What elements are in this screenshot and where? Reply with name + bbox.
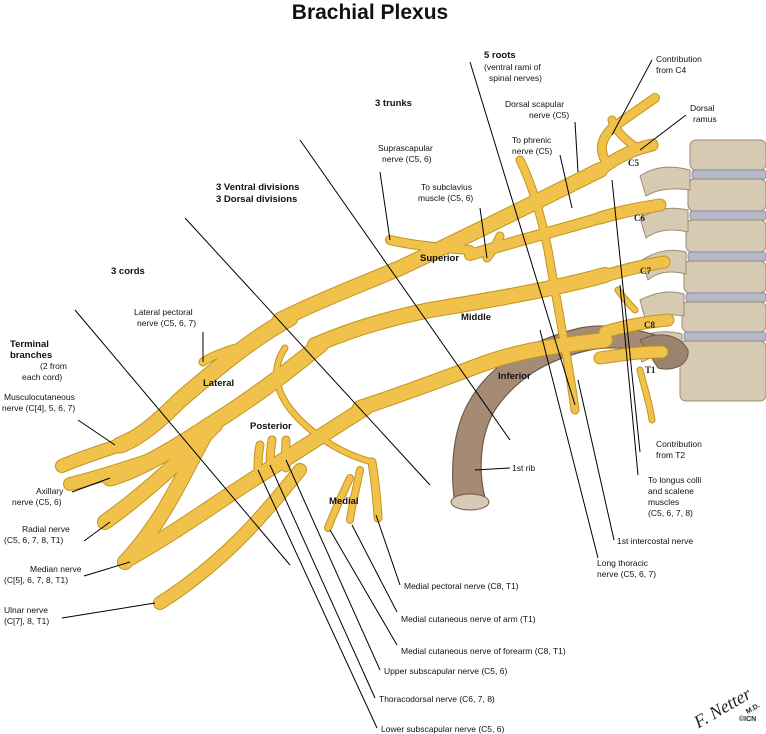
divisions-label-1: 3 Ventral divisions bbox=[216, 182, 299, 193]
subclavius-label-1: To subclavius bbox=[421, 182, 472, 192]
c8-label: C8 bbox=[644, 320, 655, 330]
medial-pectoral-nerve bbox=[368, 458, 382, 522]
pectoral-loop bbox=[274, 345, 375, 465]
t2-contribution bbox=[637, 367, 655, 423]
axillary-label-1: Axillary bbox=[36, 486, 64, 496]
lower-subscapular-label: Lower subscapular nerve (C5, 6) bbox=[381, 724, 504, 734]
medial-cutaneous-arm-label: Medial cutaneous nerve of arm (T1) bbox=[401, 614, 536, 624]
inferior-trunk-label: Inferior bbox=[498, 371, 531, 382]
subclavius-nerve bbox=[483, 232, 504, 262]
lateral-pectoral-label-2: nerve (C5, 6, 7) bbox=[137, 318, 196, 328]
dorsal-ramus-label-1: Dorsal bbox=[690, 103, 715, 113]
c4-contribution bbox=[608, 116, 644, 154]
cords-label: 3 cords bbox=[111, 266, 145, 277]
ulnar-label-2: (C[7], 8, T1) bbox=[4, 616, 49, 626]
contribution-c4-label-2: from C4 bbox=[656, 65, 687, 75]
medial-cord-label: Medial bbox=[329, 496, 359, 507]
musculocutaneous-label-2: nerve (C[4], 5, 6, 7) bbox=[2, 403, 75, 413]
axillary-nerve bbox=[64, 454, 156, 490]
leader-lines bbox=[61, 59, 687, 729]
musculocutaneous-nerve bbox=[56, 439, 126, 472]
page-title: Brachial Plexus bbox=[292, 1, 448, 24]
terminal-branches-label-3: (2 from bbox=[40, 361, 67, 371]
long-thoracic-nerve bbox=[516, 156, 579, 414]
longus-colli-label-2: and scalene bbox=[648, 486, 694, 496]
first-rib-end bbox=[450, 493, 490, 511]
middle-trunk bbox=[308, 268, 612, 352]
longus-colli-label-4: (C5, 6, 7, 8) bbox=[648, 508, 693, 518]
lateral-pectoral-nerve bbox=[199, 341, 252, 366]
medial-pectoral-label: Medial pectoral nerve (C8, T1) bbox=[404, 581, 519, 591]
suprascapular-label-1: Suprascapular bbox=[378, 143, 433, 153]
median-nerve bbox=[118, 428, 212, 569]
terminal-branches-label-2: branches bbox=[10, 350, 52, 361]
c6-label: C6 bbox=[634, 213, 645, 223]
labels: 5 roots (ventral rami of spinal nerves) … bbox=[2, 50, 717, 734]
c7-label: C7 bbox=[640, 266, 651, 276]
roots-label: 5 roots bbox=[484, 50, 516, 61]
roots-sublabel-2: spinal nerves) bbox=[489, 73, 542, 83]
suprascapular-nerve bbox=[386, 236, 474, 254]
c8-root bbox=[599, 314, 674, 338]
dorsal-scapular-label-1: Dorsal scapular bbox=[505, 99, 564, 109]
longus-colli-label-3: muscles bbox=[648, 497, 679, 507]
superior-trunk-label: Superior bbox=[420, 253, 459, 264]
t1-label: T1 bbox=[645, 365, 656, 375]
long-thoracic-label-1: Long thoracic bbox=[597, 558, 649, 568]
axillary-label-2: nerve (C5, 6) bbox=[12, 497, 62, 507]
median-label-1: Median nerve bbox=[30, 564, 82, 574]
lower-subscapular-nerve bbox=[254, 441, 264, 474]
lateral-pectoral-label-1: Lateral pectoral bbox=[134, 307, 193, 317]
radial-label-2: (C5, 6, 7, 8, T1) bbox=[4, 535, 64, 545]
longus-colli-label-1: To longus colli bbox=[648, 475, 702, 485]
first-rib-label: 1st rib bbox=[512, 463, 535, 473]
lateral-cord-label: Lateral bbox=[203, 378, 234, 389]
lateral-cord bbox=[112, 310, 298, 453]
medial-cutaneous-arm bbox=[347, 467, 363, 523]
roots-sublabel-1: (ventral rami of bbox=[484, 62, 541, 72]
thoracodorsal-label: Thoracodorsal nerve (C6, 7, 8) bbox=[379, 694, 495, 704]
trunks-label: 3 trunks bbox=[375, 98, 412, 109]
terminal-branches-label-4: each cord) bbox=[22, 372, 62, 382]
ulnar-label-1: Ulnar nerve bbox=[4, 605, 48, 615]
t1-root bbox=[594, 346, 668, 364]
ulnar-nerve bbox=[154, 464, 306, 609]
contribution-t2-label-1: Contribution bbox=[656, 439, 702, 449]
contribution-t2-label-2: from T2 bbox=[656, 450, 685, 460]
phrenic-label-2: nerve (C5) bbox=[512, 146, 552, 156]
upper-subscapular-label: Upper subscapular nerve (C5, 6) bbox=[384, 666, 507, 676]
dorsal-ramus-label-2: ramus bbox=[693, 114, 717, 124]
nerve-network bbox=[55, 93, 675, 610]
subclavius-label-2: muscle (C5, 6) bbox=[418, 193, 473, 203]
signature-text: F. Netter bbox=[689, 683, 755, 733]
dorsal-scapular-label-2: nerve (C5) bbox=[529, 110, 569, 120]
middle-trunk-label: Middle bbox=[461, 312, 491, 323]
netter-signature: F. Netter M.D. bbox=[689, 683, 761, 733]
terminal-branches-label-1: Terminal bbox=[10, 339, 49, 350]
divisions-label-2: 3 Dorsal divisions bbox=[216, 194, 297, 205]
signature-copyright: ©ICN bbox=[739, 715, 756, 723]
superior-trunk bbox=[273, 163, 607, 327]
radial-label-1: Radial nerve bbox=[22, 524, 70, 534]
c5-label: C5 bbox=[628, 158, 639, 168]
phrenic-label-1: To phrenic bbox=[512, 135, 552, 145]
thoracodorsal-nerve bbox=[266, 436, 276, 474]
first-intercostal-label: 1st intercostal nerve bbox=[617, 536, 693, 546]
musculocutaneous-label-1: Musculocutaneous bbox=[4, 392, 75, 402]
posterior-cord-label: Posterior bbox=[250, 421, 292, 432]
long-thoracic-label-2: nerve (C5, 6, 7) bbox=[597, 569, 656, 579]
c6-root bbox=[594, 199, 666, 224]
medial-cutaneous-forearm-label: Medial cutaneous nerve of forearm (C8, T… bbox=[401, 646, 566, 656]
median-label-2: (C[5], 6, 7, 8, T1) bbox=[4, 575, 68, 585]
longus-colli-branch bbox=[615, 287, 638, 313]
medial-cutaneous-forearm bbox=[325, 475, 353, 531]
contribution-c4-label-1: Contribution bbox=[656, 54, 702, 64]
suprascapular-label-2: nerve (C5, 6) bbox=[382, 154, 432, 164]
